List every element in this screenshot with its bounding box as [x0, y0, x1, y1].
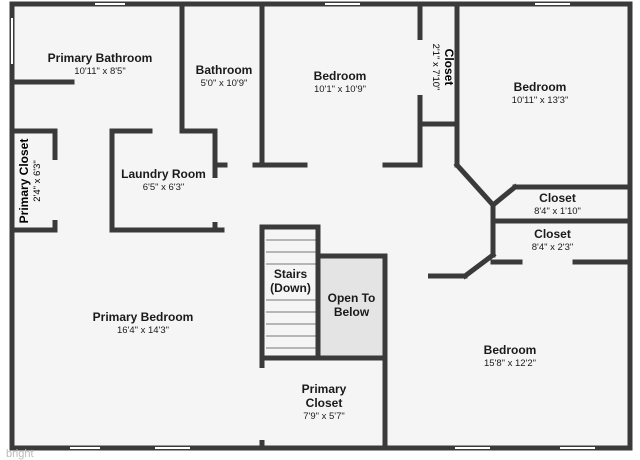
bedroom-1-name: Bedroom — [313, 69, 367, 83]
primary-bedroom-dims: 16'4" x 14'3" — [116, 324, 170, 336]
open-to-below-line1: Open To — [327, 291, 376, 305]
closet-2-dims: 8'4" x 2'3" — [531, 241, 574, 253]
closet-1-name: Closet — [539, 191, 576, 205]
primary-closet-side-label: Primary Closet 2'4" x 6'3" — [17, 136, 51, 226]
primary-bedroom-label: Primary Bedroom 16'4" x 14'3" — [68, 310, 218, 337]
floor-area — [12, 4, 630, 448]
primary-bathroom-name: Primary Bathroom — [47, 51, 153, 65]
bathroom-name: Bathroom — [195, 63, 253, 77]
primary-closet-line2: Closet — [305, 395, 343, 410]
closet-vertical-name: Closet — [442, 48, 456, 86]
watermark: bright — [6, 448, 34, 460]
stairs-line2: (Down) — [270, 280, 311, 295]
primary-closet-side-name: Primary Closet — [17, 138, 31, 224]
primary-bedroom-name: Primary Bedroom — [92, 310, 194, 324]
primary-bathroom-label: Primary Bathroom 10'11" x 8'5" — [30, 51, 170, 78]
closet-2-label: Closet 8'4" x 2'3" — [510, 227, 595, 254]
bedroom-3-name: Bedroom — [483, 343, 537, 357]
open-to-below-line2: Below — [333, 304, 370, 319]
closet-2-name: Closet — [534, 227, 571, 241]
primary-closet-label: Primary Closet 7'9" x 5'7" — [264, 382, 384, 423]
bedroom-1-dims: 10'1" x 10'9" — [313, 83, 367, 95]
closet-vertical-label: Closet 2'1" x 7'10" — [422, 27, 456, 107]
stairs-line1: Stairs — [273, 267, 308, 281]
stairs-label: Stairs (Down) — [263, 267, 318, 296]
closet-1-label: Closet 8'4" x 1'10" — [515, 191, 600, 218]
bedroom-3-dims: 15'8" x 12'2" — [483, 357, 537, 369]
open-to-below-label: Open To Below — [320, 291, 383, 320]
open-to-below-area — [320, 258, 383, 356]
bathroom-label: Bathroom 5'0" x 10'9" — [186, 63, 262, 90]
laundry-room-name: Laundry Room — [121, 167, 206, 181]
doorways — [51, 40, 570, 440]
primary-closet-line1: Primary — [301, 382, 347, 396]
bedroom-3-label: Bedroom 15'8" x 12'2" — [450, 343, 570, 370]
windows — [11, 3, 595, 449]
bedroom-2-name: Bedroom — [513, 80, 567, 94]
stair-treads — [266, 239, 316, 349]
closet-vertical-dims: 2'1" x 7'10" — [430, 43, 441, 91]
primary-closet-side-dims: 2'4" x 6'3" — [32, 160, 43, 202]
primary-bathroom-dims: 10'11" x 8'5" — [74, 65, 126, 77]
bedroom-2-label: Bedroom 10'11" x 13'3" — [480, 80, 600, 107]
closet-1-dims: 8'4" x 1'10" — [534, 205, 581, 217]
laundry-room-dims: 6'5" x 6'3" — [142, 181, 185, 193]
walls — [9, 1, 633, 451]
primary-closet-dims: 7'9" x 5'7" — [303, 410, 345, 422]
laundry-room-label: Laundry Room 6'5" x 6'3" — [112, 167, 215, 194]
bathroom-dims: 5'0" x 10'9" — [200, 77, 248, 89]
bedroom-2-dims: 10'11" x 13'3" — [511, 94, 569, 106]
bedroom-1-label: Bedroom 10'1" x 10'9" — [280, 69, 400, 96]
